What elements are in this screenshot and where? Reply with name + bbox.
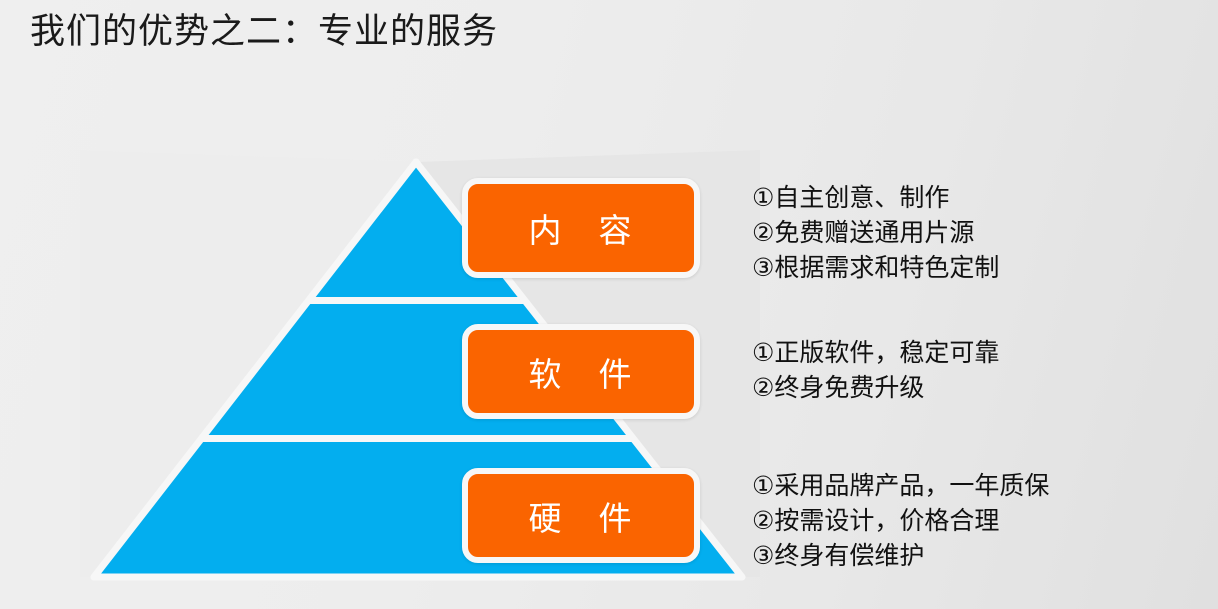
pyramid-label-content[interactable]: 内 容 [462,178,700,278]
pyramid-label-hardware[interactable]: 硬 件 [462,468,700,563]
description-content: ①自主创意、制作 ②免费赠送通用片源 ③根据需求和特色定制 [752,181,999,286]
description-hardware-line-1: ①采用品牌产品，一年质保 [752,472,1050,500]
description-software-line-1: ①正版软件，稳定可靠 [752,339,1000,367]
pyramid-label-software[interactable]: 软 件 [462,324,700,419]
pyramid-mask-left [80,150,416,577]
page-title: 我们的优势之二：专业的服务 [30,12,499,51]
description-content-line-1: ①自主创意、制作 [752,184,950,212]
description-hardware: ①采用品牌产品，一年质保 ②按需设计，价格合理 ③终身有偿维护 [752,469,1049,574]
description-content-line-3: ③根据需求和特色定制 [752,254,1000,282]
pyramid-label-software-text: 软 件 [528,355,634,393]
pyramid-divider-2 [80,435,760,442]
description-content-line-2: ②免费赠送通用片源 [752,219,975,247]
pyramid-label-content-text: 内 容 [528,212,634,249]
description-software-line-2: ②终身免费升级 [752,374,925,402]
description-hardware-line-2: ②按需设计，价格合理 [752,507,1000,535]
description-hardware-line-3: ③终身有偿维护 [752,542,925,570]
pyramid-divider-1 [80,297,760,304]
pyramid-label-hardware-text: 硬 件 [528,499,634,537]
description-software: ①正版软件，稳定可靠 ②终身免费升级 [752,336,999,406]
